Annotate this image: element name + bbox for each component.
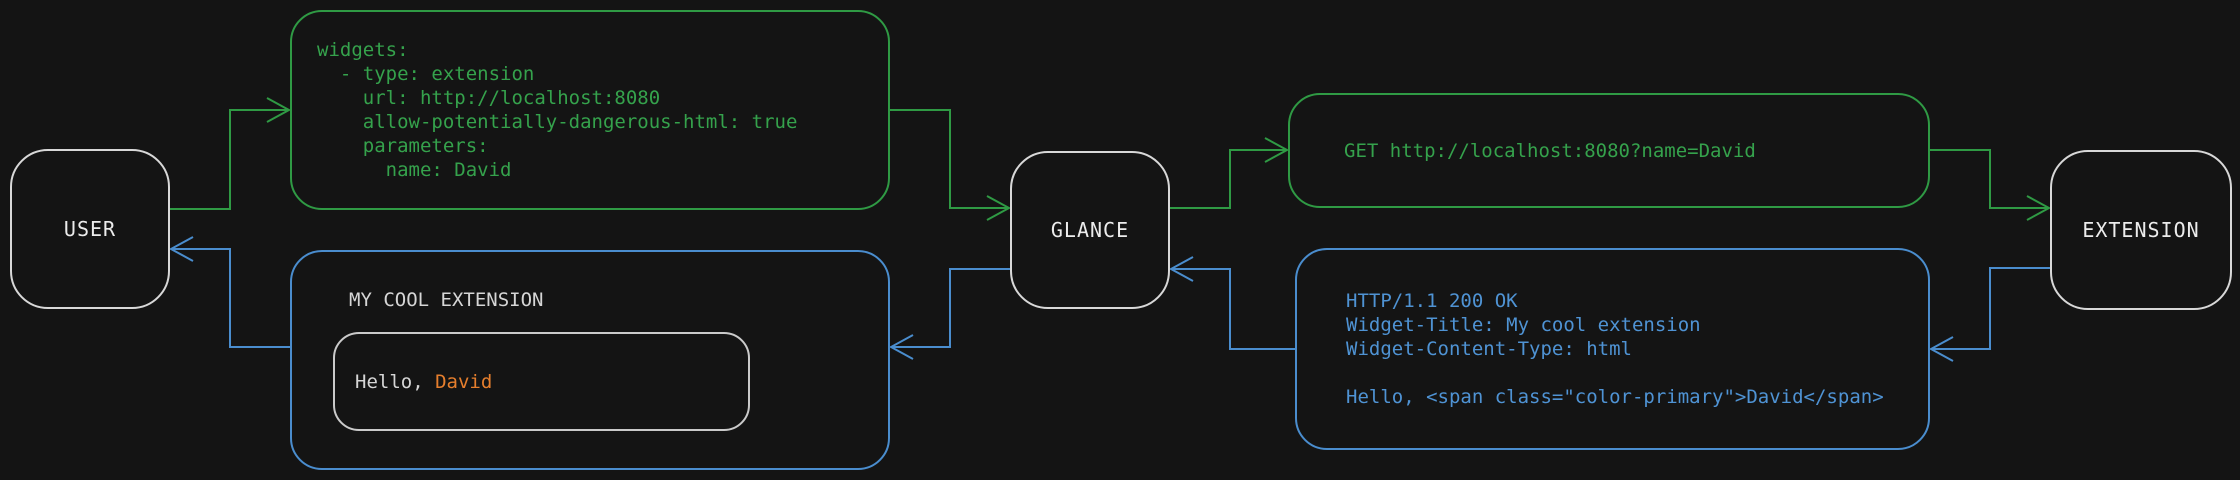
http-request-code: GET http://localhost:8080?name=David xyxy=(1344,139,1756,162)
config-box: widgets: - type: extension url: http://l… xyxy=(290,10,890,210)
greeting-prefix: Hello, xyxy=(355,370,436,393)
config-yaml-code: widgets: - type: extension url: http://l… xyxy=(317,39,798,181)
http-response-code: HTTP/1.1 200 OK Widget-Title: My cool ex… xyxy=(1346,290,1884,408)
node-user: USER xyxy=(10,149,170,309)
arrow-extension-to-response xyxy=(1928,267,2050,362)
node-glance: GLANCE xyxy=(1010,151,1170,309)
arrow-response-to-glance xyxy=(1168,256,1295,350)
node-extension-label: EXTENSION xyxy=(2082,218,2200,242)
widget-greeting-box: Hello, David xyxy=(333,332,750,431)
node-user-label: USER xyxy=(63,217,117,241)
arrow-widget-to-user xyxy=(168,236,290,348)
request-box: GET http://localhost:8080?name=David xyxy=(1288,93,1930,208)
node-extension: EXTENSION xyxy=(2050,150,2232,310)
arrow-request-to-extension xyxy=(1930,149,2052,221)
response-box: HTTP/1.1 200 OK Widget-Title: My cool ex… xyxy=(1295,248,1930,450)
arrow-glance-to-request xyxy=(1170,137,1290,209)
widget-title: MY COOL EXTENSION xyxy=(349,289,544,311)
arrow-user-to-config xyxy=(170,97,292,210)
node-glance-label: GLANCE xyxy=(1050,218,1130,242)
arrow-glance-to-widget xyxy=(888,268,1010,360)
widget-preview-box: MY COOL EXTENSION Hello, David xyxy=(290,250,890,470)
greeting-name: David xyxy=(435,370,493,393)
arrow-config-to-glance xyxy=(890,109,1012,221)
